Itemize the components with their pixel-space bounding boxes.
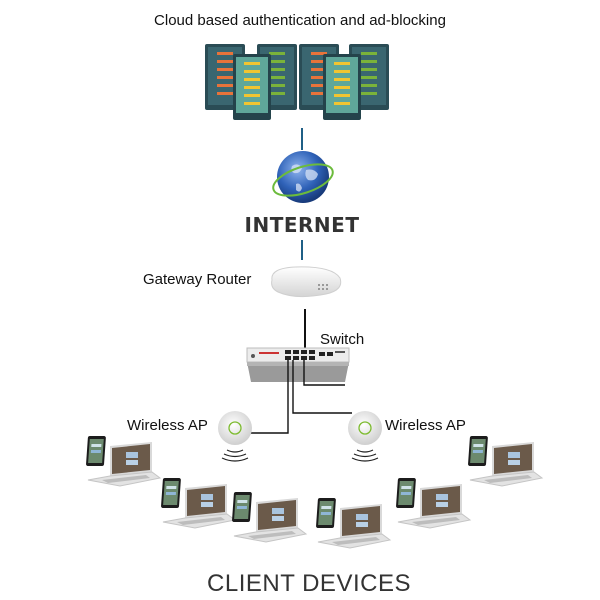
- globe-icon: [272, 151, 334, 203]
- link-internet-router: [301, 240, 303, 260]
- cloud-servers: [205, 42, 395, 122]
- wifi-signal-icon: [221, 449, 249, 462]
- gateway-router: [266, 264, 344, 300]
- diagram-title: Cloud based authentication and ad-blocki…: [154, 12, 446, 29]
- gateway-router-label: Gateway Router: [143, 271, 252, 288]
- client-device-group: [467, 435, 543, 487]
- wifi-signal-icon: [351, 449, 379, 462]
- server-rack-icon: [205, 44, 389, 120]
- network-switch: [245, 346, 351, 386]
- client-device-group: [315, 497, 391, 549]
- internet-label: INTERNET: [244, 213, 360, 237]
- wireless-ap-icon: [348, 411, 382, 462]
- link-router-switch: [304, 309, 306, 355]
- internet-globe: [270, 148, 336, 208]
- wireless-ap-right: [345, 410, 385, 466]
- ap-right-label: Wireless AP: [385, 417, 466, 434]
- switch-label: Switch: [320, 331, 365, 348]
- link-cloud-internet: [301, 128, 303, 150]
- cable-ap-left: [250, 360, 289, 434]
- cable-ap-right: [292, 360, 352, 414]
- wireless-ap-icon: [218, 411, 252, 462]
- wireless-ap-left: [215, 410, 255, 466]
- ap-left-label: Wireless AP: [127, 417, 208, 434]
- client-device-group: [85, 435, 161, 487]
- client-devices-label: CLIENT DEVICES: [207, 570, 411, 597]
- cable-switch-uplink: [303, 360, 345, 386]
- router-icon: [271, 266, 342, 298]
- switch-icon: [246, 347, 350, 382]
- client-device-group: [160, 477, 236, 529]
- client-device-group: [395, 477, 471, 529]
- client-device-group: [231, 491, 307, 543]
